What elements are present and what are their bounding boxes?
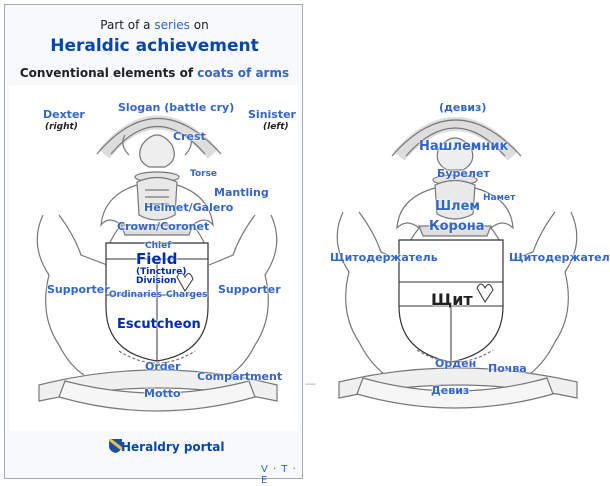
pretitle-after: on	[193, 18, 209, 32]
coat-of-arms-drawing	[36, 115, 278, 412]
label-burelet[interactable]: Бурелет	[437, 167, 490, 180]
subtitle-text: Conventional elements of	[19, 66, 194, 80]
label-dexter-sub: (right)	[45, 122, 78, 132]
label-slogan[interactable]: Slogan (battle cry)	[118, 101, 235, 114]
label-deviz[interactable]: Девиз	[431, 384, 470, 397]
label-crown[interactable]: Crown/Coronet	[117, 220, 210, 233]
label-orden[interactable]: Орден	[435, 357, 477, 370]
heraldry-portal-icon[interactable]	[109, 439, 122, 453]
navbox-title[interactable]: Heraldic achievement	[50, 36, 259, 56]
label-pochva[interactable]: Почва	[488, 362, 527, 375]
label-charges[interactable]: Charges	[166, 290, 208, 300]
label-motto[interactable]: Motto	[144, 387, 181, 400]
label-supporter-left[interactable]: Supporter	[47, 283, 110, 296]
label-division[interactable]: Division	[136, 276, 177, 286]
label-crest[interactable]: Crest	[173, 130, 206, 143]
label-escutcheon[interactable]: Escutcheon	[117, 317, 201, 332]
label-order[interactable]: Order	[145, 360, 181, 373]
label-nashlemnik[interactable]: Нашлемник	[419, 139, 509, 154]
heraldic-achievement-navbox: Part of a series on Heraldic achievement…	[4, 4, 304, 486]
label-chief[interactable]: Chief	[145, 241, 172, 251]
label-dexter[interactable]: Dexter	[43, 108, 85, 121]
label-namet[interactable]: Намет	[483, 193, 516, 203]
label-supporter-right[interactable]: Supporter	[218, 283, 281, 296]
label-sinister[interactable]: Sinister	[248, 108, 296, 121]
label-shlem[interactable]: Шлем	[435, 199, 481, 214]
label-ordinaries[interactable]: Ordinaries	[109, 290, 163, 300]
heraldry-portal-link[interactable]: Heraldry portal	[121, 440, 225, 454]
label-helmet[interactable]: Helmet/Galero	[144, 201, 234, 214]
russian-achievement-diagram: (девиз) Нашлемник Бурелет Намет Шлем Кор…	[327, 92, 610, 422]
label-shchitoderzhatel-right[interactable]: Щитодержатель	[509, 251, 610, 264]
label-shchit[interactable]: Щит	[431, 290, 473, 309]
label-sinister-sub: (left)	[263, 122, 289, 132]
navbox-pretitle: Part of a series on	[5, 18, 304, 32]
russian-coat-of-arms-drawing	[336, 117, 578, 409]
series-link[interactable]: series	[154, 18, 190, 32]
label-korona[interactable]: Корона	[429, 219, 485, 234]
label-field[interactable]: Field	[136, 250, 178, 268]
label-tincture[interactable]: (Tincture)	[136, 267, 187, 277]
vte-links[interactable]: V · T · E	[261, 464, 297, 486]
label-compartment[interactable]: Compartment	[197, 370, 283, 383]
navbox-subtitle: Conventional elements of coats of arms	[5, 66, 304, 80]
label-torse[interactable]: Torse	[190, 169, 218, 179]
label-shchitoderzhatel-left[interactable]: Щитодержатель	[330, 251, 438, 264]
label-mantling[interactable]: Mantling	[214, 186, 269, 199]
separator-dash: —	[305, 377, 316, 390]
coats-of-arms-link[interactable]: coats of arms	[197, 66, 290, 80]
pretitle-text: Part of a	[100, 18, 151, 32]
label-deviz-top[interactable]: (девиз)	[439, 101, 487, 114]
achievement-diagram: Dexter (right) Slogan (battle cry) Sinis…	[9, 85, 298, 431]
